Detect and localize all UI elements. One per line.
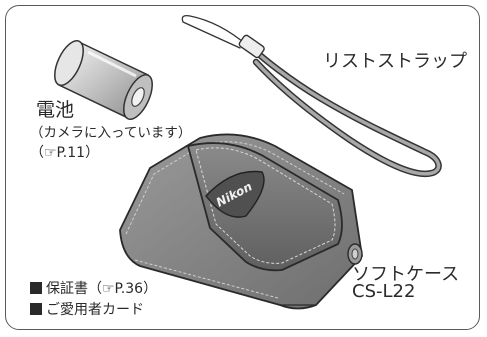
soft-case-model: CS-L22: [352, 281, 416, 302]
warranty-label: 保証書（☞P.36）: [46, 281, 158, 297]
bullet-square-icon: [30, 282, 42, 294]
bullet-square-icon: [30, 303, 42, 315]
battery-illustration: [54, 40, 153, 120]
list-item-user-card: ご愛用者カード: [30, 299, 144, 319]
wrist-strap-label: リストストラップ: [323, 51, 467, 72]
list-item-warranty: 保証書（☞P.36）: [30, 278, 157, 298]
battery-label: 電池: [36, 99, 75, 121]
battery-page-ref: （☞P.11）: [30, 145, 100, 161]
battery-note: （カメラに入っています）: [30, 125, 192, 141]
wrist-strap-illustration: [181, 14, 442, 178]
user-card-label: ご愛用者カード: [46, 302, 144, 318]
soft-case-label: ソフトケース: [352, 264, 460, 285]
border-frame: [5, 5, 480, 330]
soft-case-illustration: Nikon: [119, 133, 363, 310]
